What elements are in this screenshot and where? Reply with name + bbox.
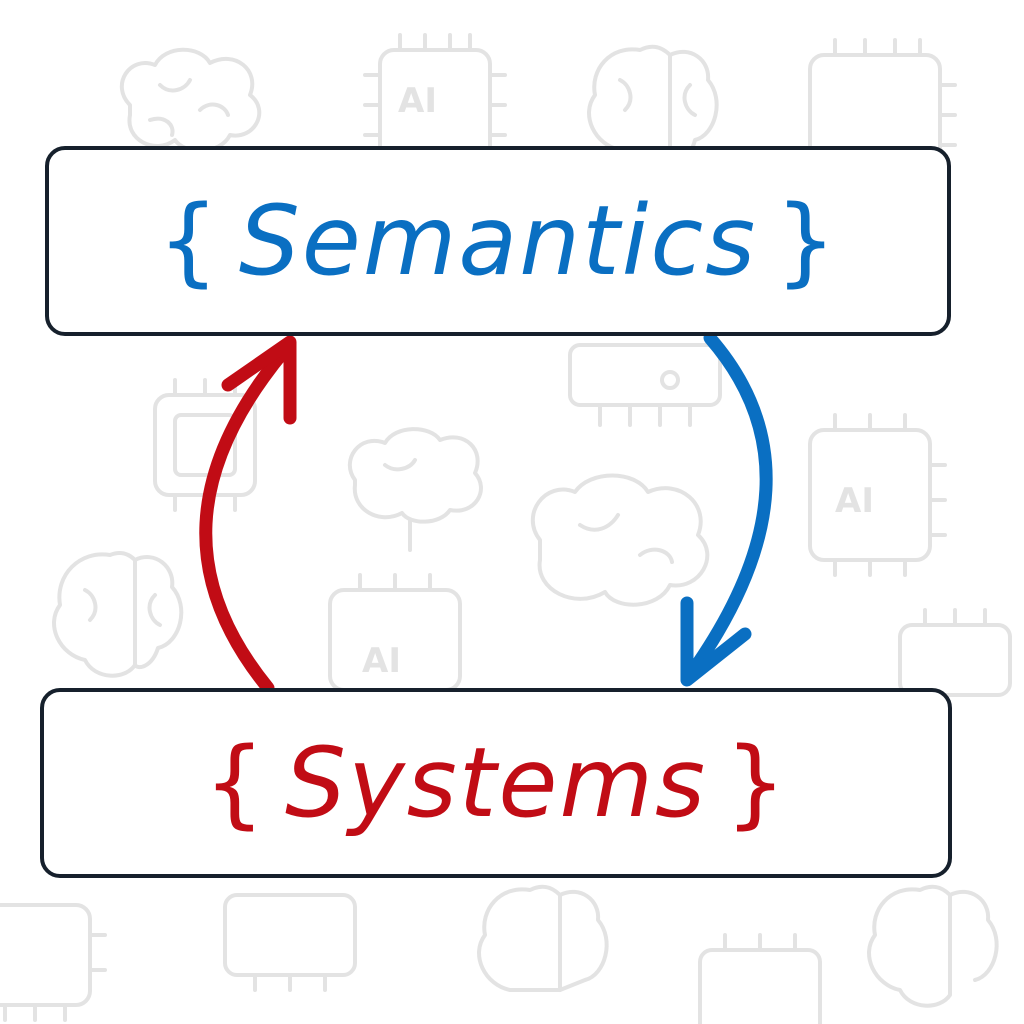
- arrow-systems-to-semantics-head: [221, 335, 297, 425]
- brain-icon: [477, 884, 609, 992]
- ai-chip-icon: [0, 903, 107, 1022]
- close-brace: }: [775, 185, 839, 297]
- ai-chip-icon: [223, 893, 357, 992]
- open-brace: {: [157, 185, 221, 297]
- ai-chip-icon: [568, 343, 722, 427]
- brain-icon: [347, 427, 483, 552]
- close-brace: }: [725, 727, 789, 839]
- arrow-semantics-to-systems: [685, 331, 773, 679]
- semantics-box: { Semantics }: [45, 146, 951, 336]
- brain-icon: [119, 47, 262, 153]
- brain-icon: [530, 473, 710, 607]
- systems-label: Systems: [285, 727, 707, 839]
- chip-ai-text: AI: [835, 481, 874, 521]
- chip-ai-text: AI: [362, 641, 401, 681]
- chip-ai-text: AI: [398, 81, 437, 121]
- ai-chip-icon: [898, 608, 1012, 697]
- arrow-semantics-to-systems-head: [680, 596, 752, 687]
- ai-chip-icon: [698, 933, 822, 1024]
- open-brace: {: [203, 727, 267, 839]
- ai-chip-icon: [808, 413, 947, 577]
- systems-box: { Systems }: [40, 688, 952, 878]
- brain-icon: [867, 884, 999, 1008]
- arrow-systems-to-semantics: [199, 343, 292, 695]
- brain-icon: [52, 550, 184, 678]
- semantics-label: Semantics: [238, 185, 758, 297]
